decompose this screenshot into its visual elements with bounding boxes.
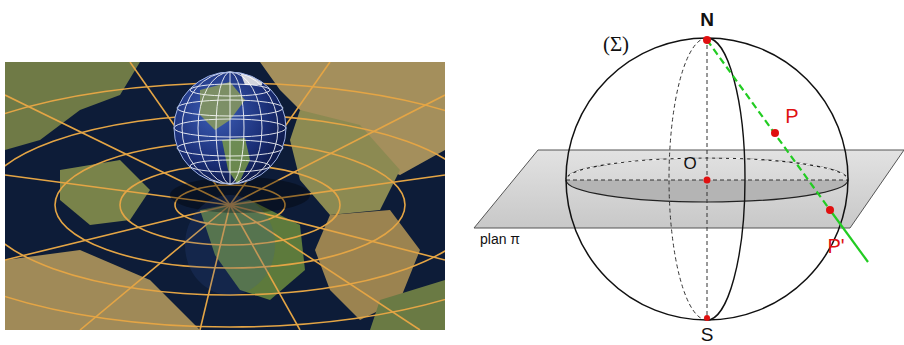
point-label: P' — [827, 236, 844, 256]
plane-label: plan π — [480, 232, 520, 246]
projection-photo — [5, 62, 445, 330]
center-label: O — [683, 155, 696, 172]
pole-label: N — [700, 10, 714, 29]
pole-label: S — [701, 324, 714, 343]
point-label: P — [785, 106, 798, 126]
sphere-name: (Σ) — [603, 34, 629, 55]
sphere-diagram — [474, 36, 904, 321]
